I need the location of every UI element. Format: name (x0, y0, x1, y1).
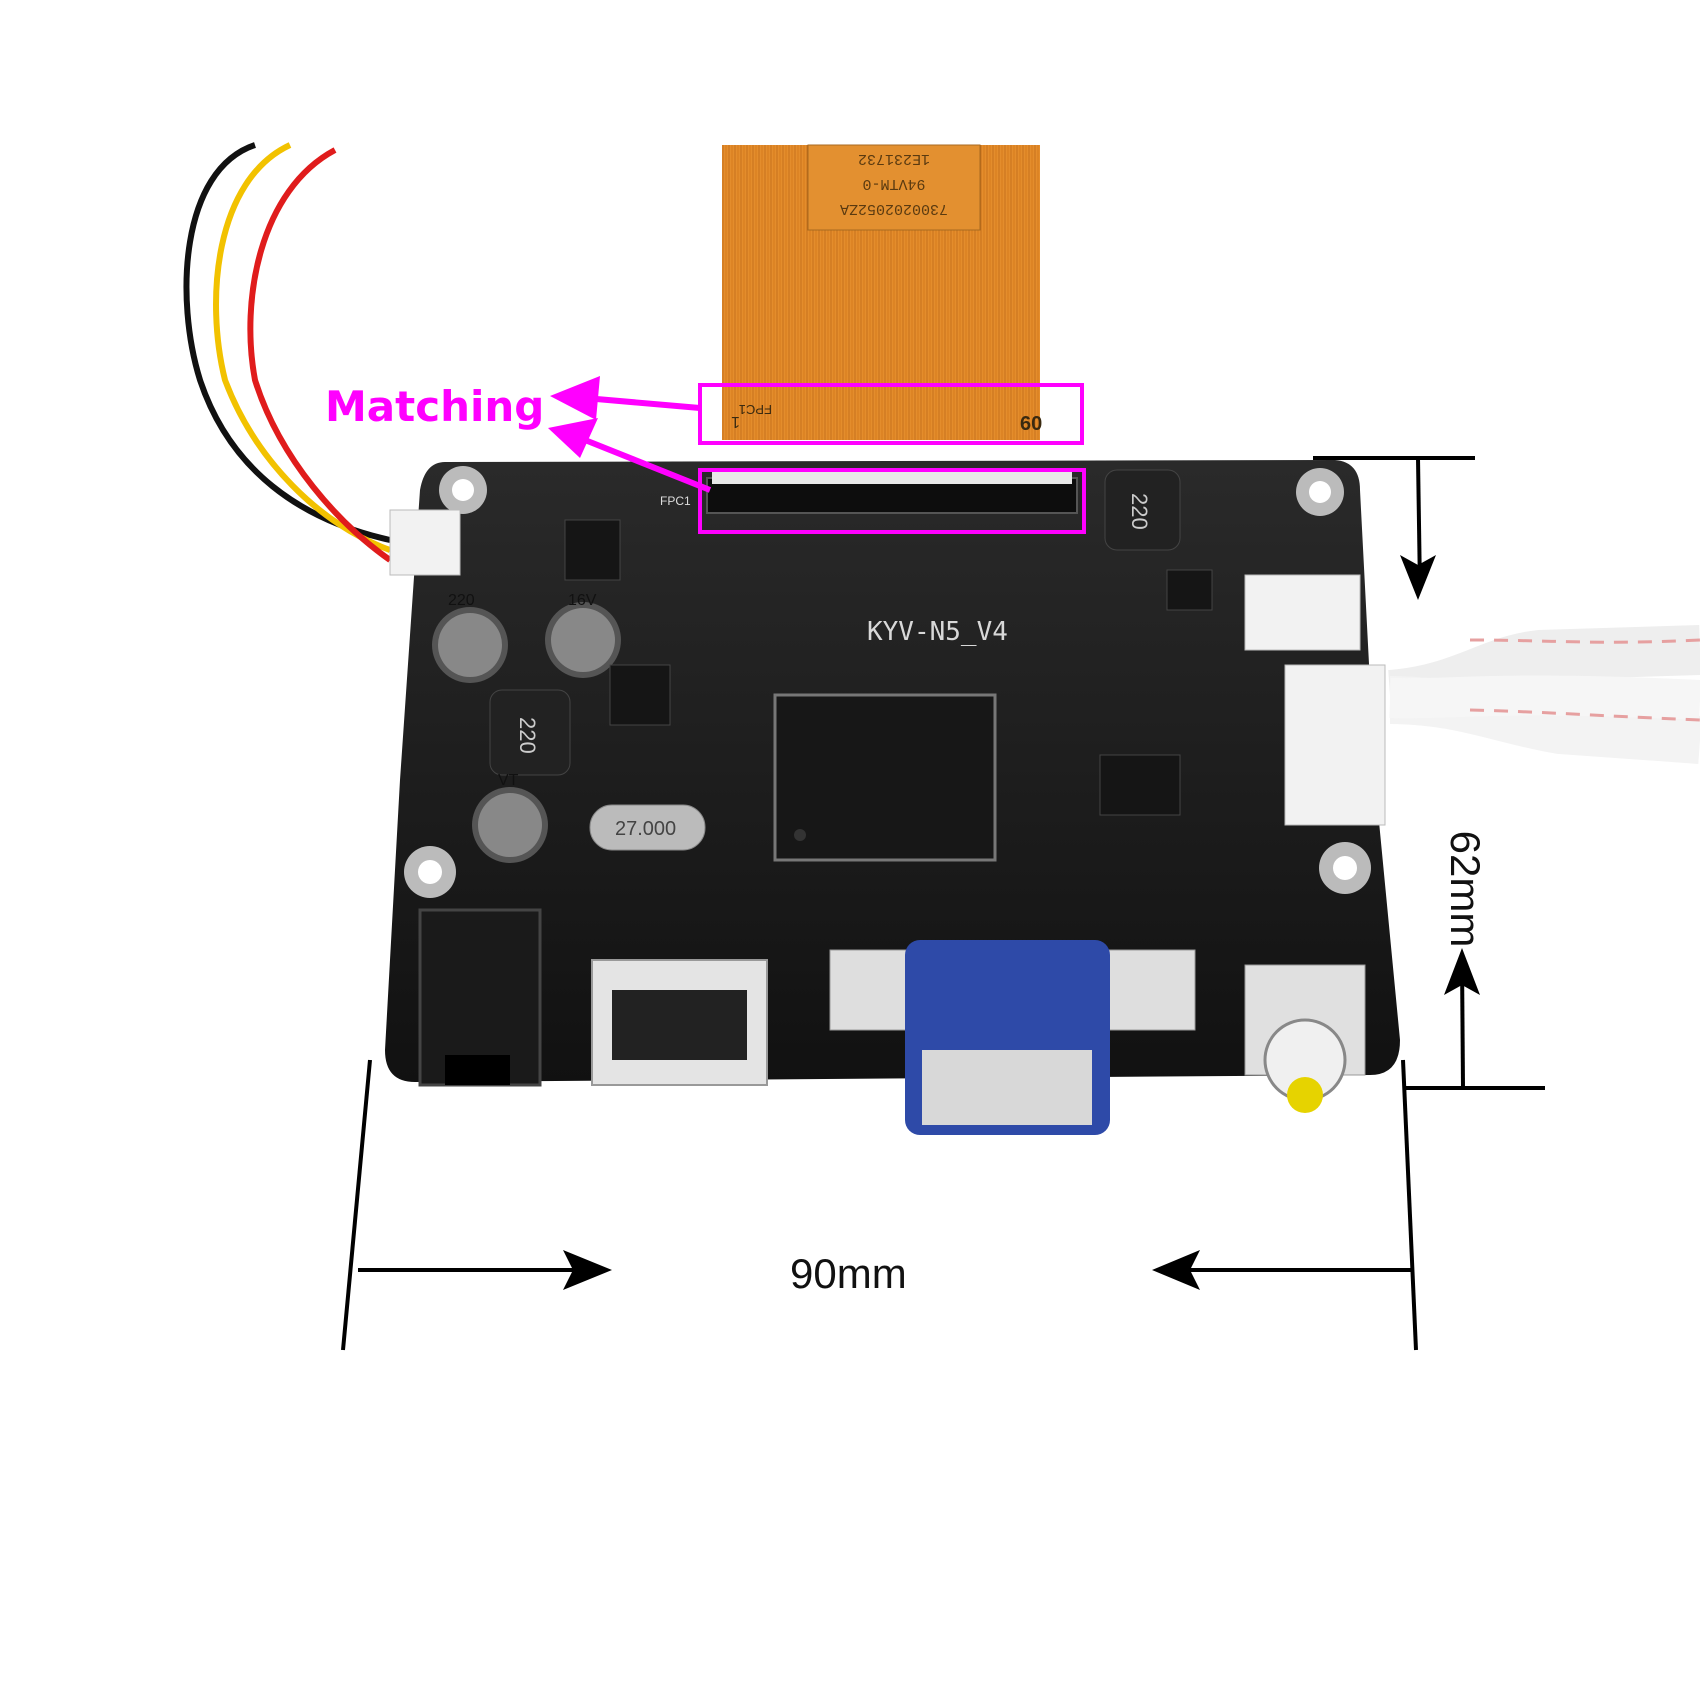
inductor-2-marking: 220 (1127, 493, 1152, 530)
fpc-pin-last: 60 (1020, 413, 1042, 435)
main-ic (773, 693, 997, 862)
capacitor: 220 (432, 592, 508, 683)
fpc-connector-label: FPC1 (739, 402, 772, 417)
ribbon-cable (1387, 625, 1700, 764)
crystal-marking: 27.000 (615, 818, 676, 840)
height-label: 62mm (1442, 830, 1489, 948)
matching-callout (548, 376, 1086, 534)
fpc-cable: 1E231732 94VTM-0 7300202052ZA 1 FPC1 60 (722, 144, 1042, 440)
callout-arrow-lower (583, 437, 712, 493)
fpc-code-line-1: 1E231732 (858, 150, 930, 167)
arrow-up-icon (1444, 948, 1480, 995)
arrow-down-icon (1400, 555, 1436, 600)
cap-marking-series: VT (498, 772, 519, 789)
crystal (589, 804, 706, 851)
fpc-code-line-2: 94VTM-0 (862, 175, 925, 192)
arrow-left-icon (1152, 1250, 1200, 1290)
fpc-code-line-3: 7300202052ZA (840, 200, 948, 217)
inductor-2 (1104, 469, 1181, 551)
capacitor: 16V (545, 592, 621, 678)
width-dimension (341, 1059, 1418, 1351)
cap-marking-voltage: 16V (568, 592, 597, 609)
connector-highlight-box (698, 468, 1086, 534)
pcb-board: FPC1 220 220 220 16V VT 27.000 KYV-N5_V4 (385, 460, 1400, 1135)
connector-cn4 (1284, 664, 1386, 826)
board-model: KYV-N5_V4 (867, 617, 1008, 647)
callout-arrow-upper (584, 395, 701, 411)
fpc-silk-label: FPC1 (660, 494, 691, 508)
power-connector (389, 509, 461, 576)
fpc-highlight-box (698, 383, 1084, 445)
connector-j6 (1244, 574, 1361, 651)
cap-marking-value: 220 (448, 592, 475, 609)
power-wires (183, 142, 392, 563)
inductor-marking: 220 (515, 717, 540, 754)
capacitor: VT (472, 772, 548, 863)
fpc-pin-first: 1 (731, 413, 740, 430)
inductor (489, 689, 571, 776)
height-dimension (1313, 456, 1545, 1090)
arrow-right-icon (563, 1250, 612, 1290)
matching-label: Matching (325, 382, 545, 431)
width-label: 90mm (790, 1250, 907, 1297)
